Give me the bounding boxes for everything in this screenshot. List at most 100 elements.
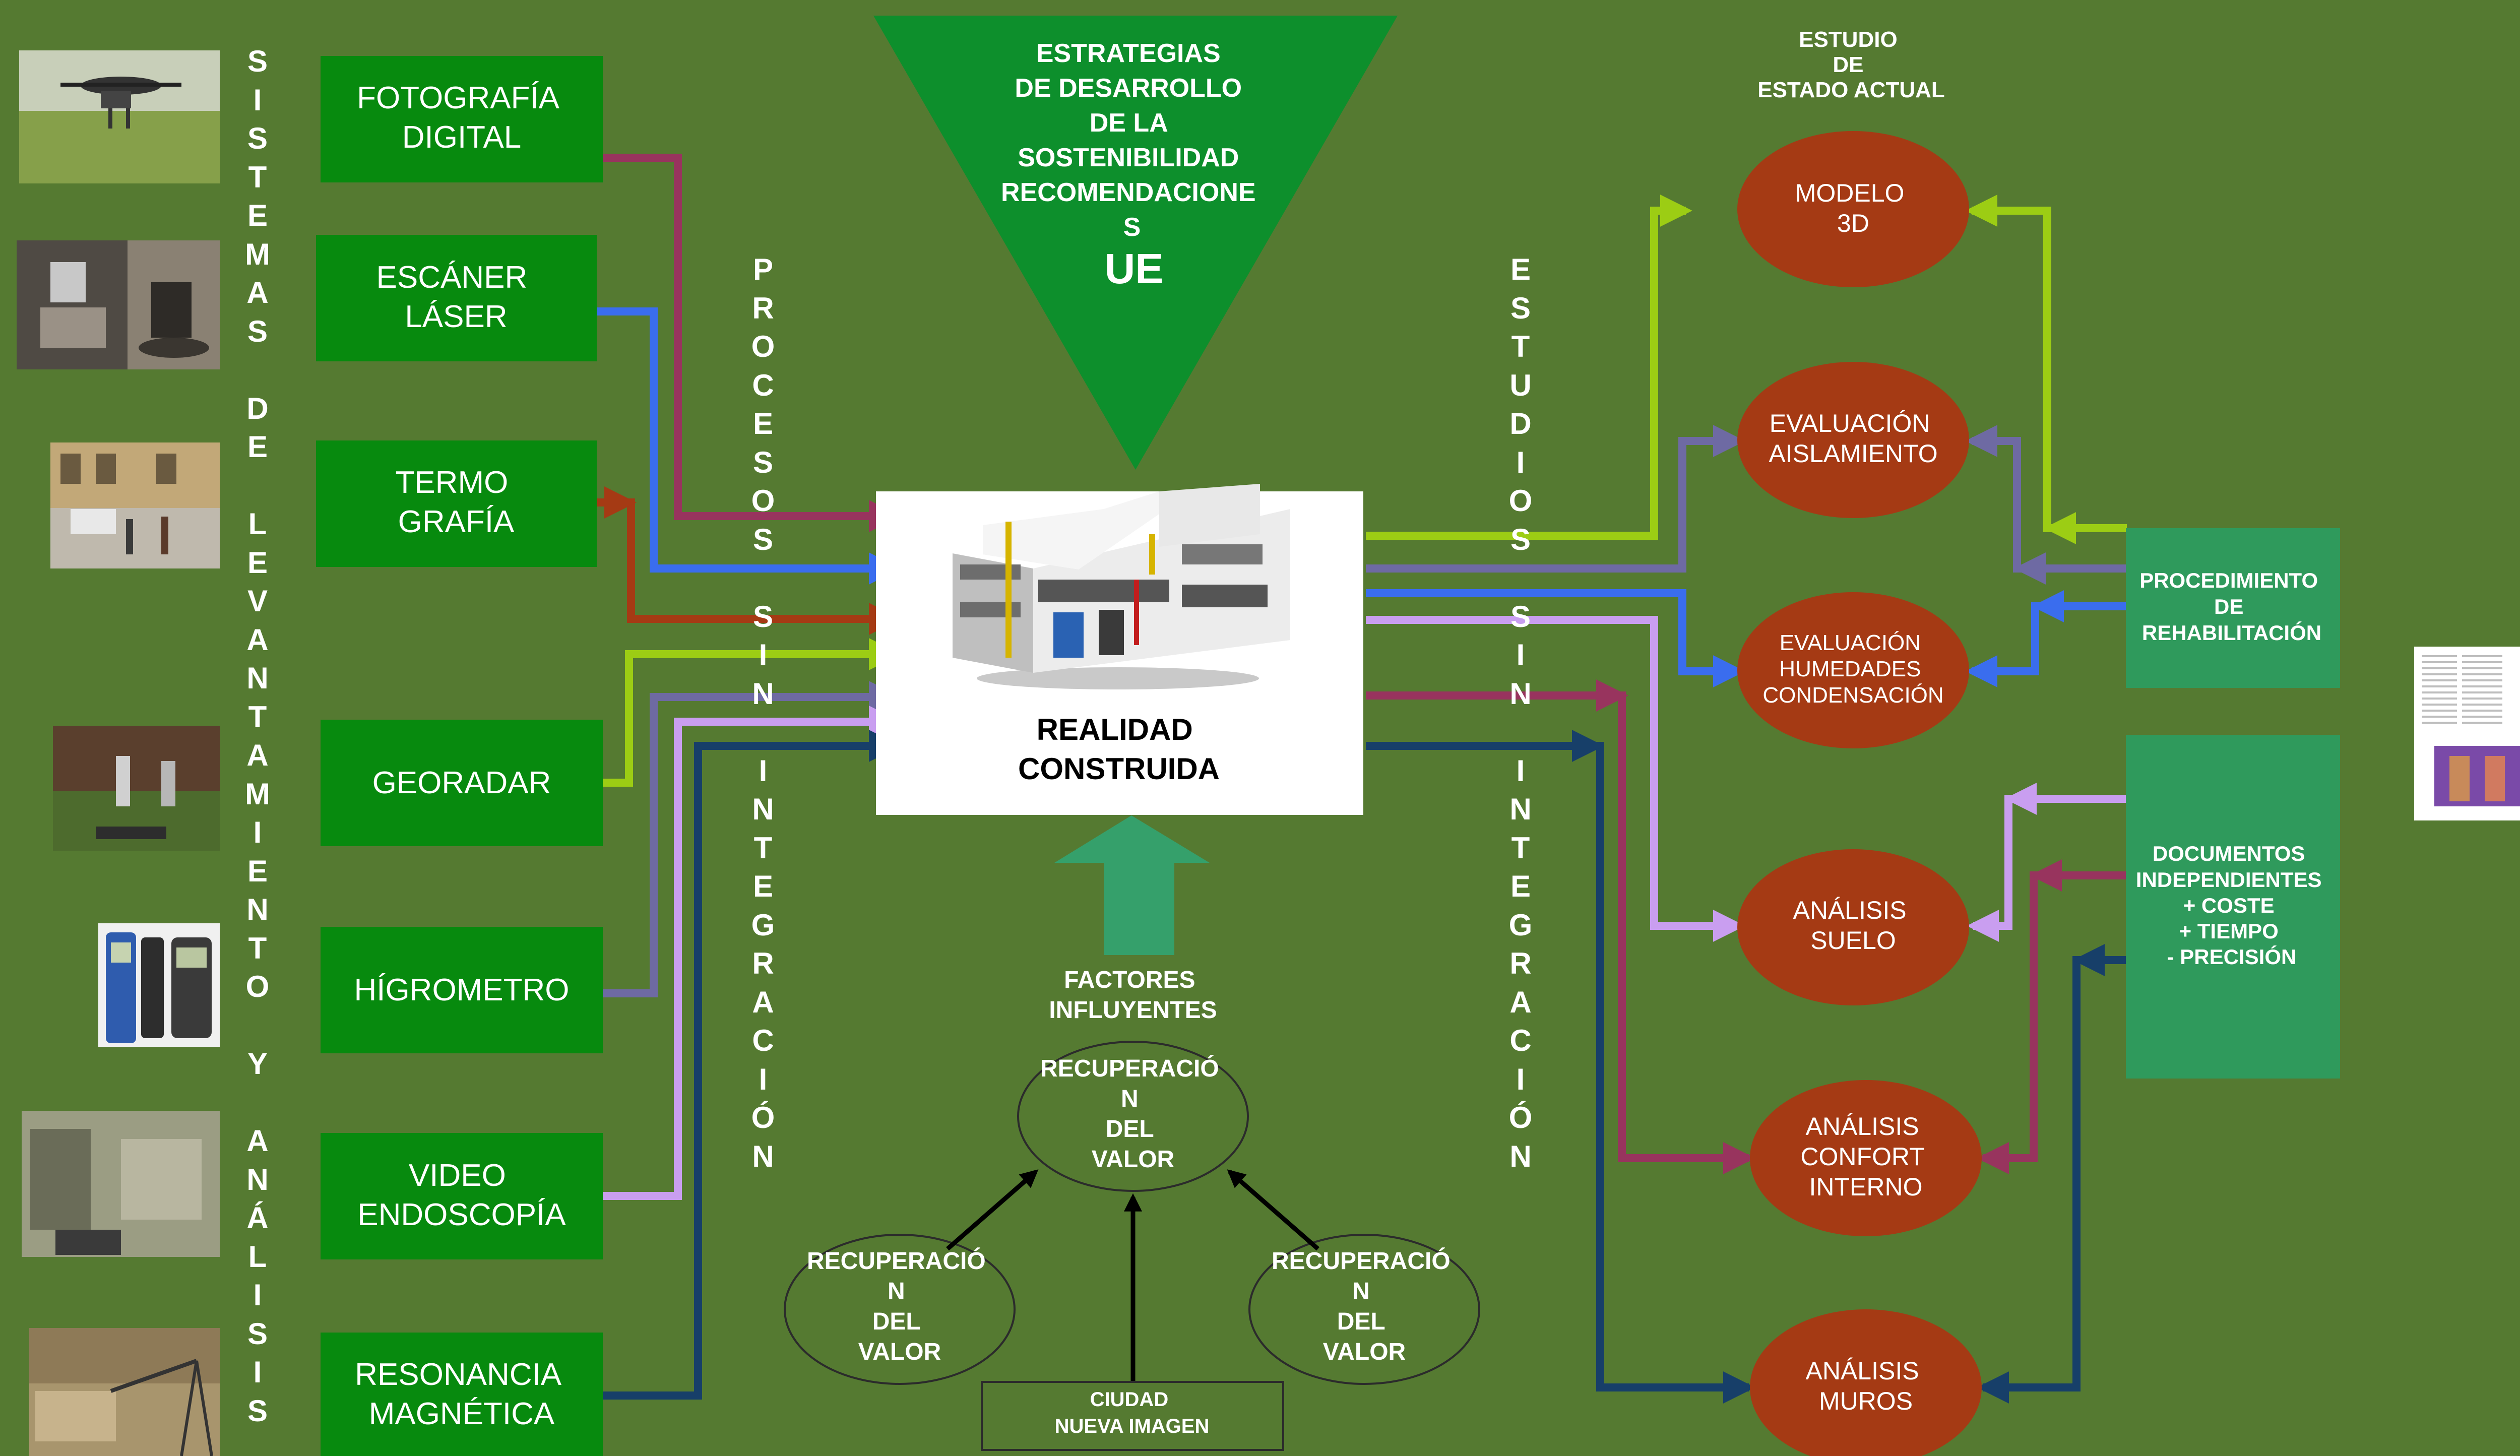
vertical-letter: R — [1509, 946, 1532, 980]
vertical-letter: S — [247, 44, 268, 78]
vertical-letter: O — [245, 970, 270, 1003]
vertical-letter — [237, 1084, 278, 1122]
connector-higrometro — [603, 681, 901, 997]
study-line: AISLAMIENTO — [1769, 439, 1937, 468]
vertical-letter: A — [752, 985, 774, 1019]
strategy-line: S — [1123, 213, 1141, 242]
vertical-letter: I — [1516, 1062, 1525, 1096]
vertical-letter: G — [751, 908, 775, 942]
vertical-letter: E — [247, 199, 268, 232]
connector-georadar — [603, 638, 901, 787]
vertical-letter: S — [1510, 522, 1531, 556]
study-line: ANÁLISIS — [1805, 1357, 1919, 1385]
value-recovery-line: VALOR — [1323, 1339, 1406, 1365]
strategy-line: ESTRATEGIAS — [1036, 39, 1221, 68]
svg-text:ESTUDIO DE ESTADO ACTU: ESTUDIO DE ESTADO ACTUAL — [1757, 27, 1945, 102]
value-recovery-line: VALOR — [858, 1339, 941, 1365]
vertical-letter: A — [246, 738, 269, 772]
connector-doc-muros — [1977, 956, 2127, 1404]
documentos-line: + COSTE — [2183, 894, 2275, 917]
svg-text:EVALUACIÓN AISLAMIENTO: EVALUACIÓN AISLAMIENTO — [1769, 409, 1937, 468]
input-video-line: VIDEO — [409, 1158, 506, 1193]
vertical-letter: A — [246, 622, 269, 657]
connector-resonancia — [603, 730, 901, 1400]
connector-doc-suelo — [1967, 795, 2127, 942]
vertical-letter: C — [1509, 1024, 1532, 1057]
svg-text:ANÁLISIS SUELO: ANÁLISIS SUELO — [1793, 896, 1913, 955]
street-survey-photo — [50, 442, 220, 568]
vertical-letter: A — [246, 1124, 269, 1158]
input-video-line: ENDOSCOPÍA — [357, 1197, 566, 1232]
svg-text:VIDEO ENDOSCOPÍA: VIDEO ENDOSCOPÍA — [357, 1158, 566, 1232]
value-recovery-line: RECUPERACIÓ — [807, 1247, 986, 1275]
study-line: ANÁLISIS — [1805, 1112, 1919, 1141]
svg-text:MODELO 3D: MODELO 3D — [1795, 179, 1912, 237]
vertical-letter: L — [248, 1239, 267, 1274]
svg-text:RECUPERACIÓ N DEL: RECUPERACIÓ N DEL VALOR — [1040, 1054, 1226, 1173]
value-recovery-line: RECUPERACIÓ — [1040, 1054, 1219, 1082]
vertical-letter: C — [752, 368, 774, 402]
vertical-letter: S — [1510, 599, 1531, 634]
study-modelo-3d: MODELO 3D — [1737, 131, 1969, 287]
vertical-letter: I — [759, 1062, 768, 1096]
input-resonancia: RESONANCIA MAGNÉTICA — [321, 1333, 603, 1456]
vertical-letter: E — [247, 430, 268, 464]
vertical-letter: I — [759, 753, 768, 788]
connector-proc-humedades — [1965, 602, 2127, 687]
vertical-letter: E — [247, 545, 268, 580]
connector-to-humedades — [1366, 589, 1745, 687]
vertical-letter: Y — [247, 1047, 268, 1081]
svg-text:EVALUACIÓN HUMEDADES: EVALUACIÓN HUMEDADES CONDENSACIÓN — [1762, 630, 1943, 708]
connector-video — [603, 706, 901, 1200]
vertical-letter: Á — [246, 1201, 269, 1235]
input-fotografia-line: FOTOGRAFÍA — [357, 81, 560, 115]
input-escaner: ESCÁNER LÁSER — [316, 235, 597, 361]
vertical-letter: P — [752, 252, 774, 286]
strategy-line: DE LA — [1090, 108, 1168, 138]
vertical-letter: M — [245, 777, 270, 811]
documentos-line: DOCUMENTOS — [2153, 842, 2305, 865]
factors-up-arrow — [1054, 815, 1210, 955]
document-thumbnail — [2414, 647, 2520, 820]
vertical-letter: D — [1509, 407, 1532, 440]
vertical-letter: N — [1509, 792, 1532, 826]
study-line: 3D — [1837, 209, 1869, 237]
study-line: INTERNO — [1809, 1173, 1923, 1201]
strategy-ue: UE — [1105, 245, 1164, 292]
value-recovery-line: N — [888, 1278, 905, 1305]
vertical-letter: E — [247, 854, 268, 888]
svg-text:REALIDAD CONSTRUIDA: REALIDAD CONSTRUIDA — [1018, 713, 1220, 786]
vertical-letter: S — [752, 522, 774, 556]
study-analisis-confort: ANÁLISIS CONFORT INTERNO — [1750, 1080, 1982, 1236]
vertical-letter: N — [246, 893, 269, 926]
arrow-left-to-top — [946, 1169, 1039, 1251]
vertical-letter: Ó — [1508, 1101, 1533, 1134]
strategy-line: SOSTENIBILIDAD — [1018, 143, 1239, 172]
vertical-letter: S — [247, 121, 268, 155]
input-higrometro: HÍGROMETRO — [321, 927, 603, 1053]
vertical-letter: I — [253, 815, 262, 849]
vertical-letter: N — [246, 661, 269, 695]
arrow-right-to-top — [1227, 1169, 1319, 1251]
svg-text:RECUPERACIÓ N DEL: RECUPERACIÓ N DEL VALOR — [1272, 1247, 1457, 1365]
strategy-line: DE DESARROLLO — [1015, 74, 1242, 103]
input-fotografia-line: DIGITAL — [402, 120, 522, 155]
vertical-letter: I — [1516, 753, 1525, 788]
input-termografia-line: TERMO — [395, 465, 508, 500]
study-evaluacion-aislamiento: EVALUACIÓN AISLAMIENTO — [1737, 362, 1969, 518]
value-recovery-left: RECUPERACIÓ N DEL VALOR — [784, 1234, 1016, 1385]
vertical-letter: C — [752, 1024, 774, 1057]
factors-line: FACTORES — [1064, 967, 1195, 993]
procedimiento-line: PROCEDIMIENTO — [2139, 568, 2318, 592]
connector-to-modelo-3d — [1366, 195, 1692, 540]
connector-proc-modelo — [1965, 195, 2127, 532]
study-line: MODELO — [1795, 179, 1905, 207]
study-evaluacion-humedades: EVALUACIÓN HUMEDADES CONDENSACIÓN — [1737, 592, 1969, 748]
input-georadar: GEORADAR — [321, 720, 603, 846]
value-recovery-line: N — [1352, 1278, 1370, 1305]
vertical-letter: S — [1510, 291, 1531, 325]
ciudad-line: NUEVA IMAGEN — [1055, 1415, 1210, 1437]
vertical-letter: R — [752, 946, 774, 980]
